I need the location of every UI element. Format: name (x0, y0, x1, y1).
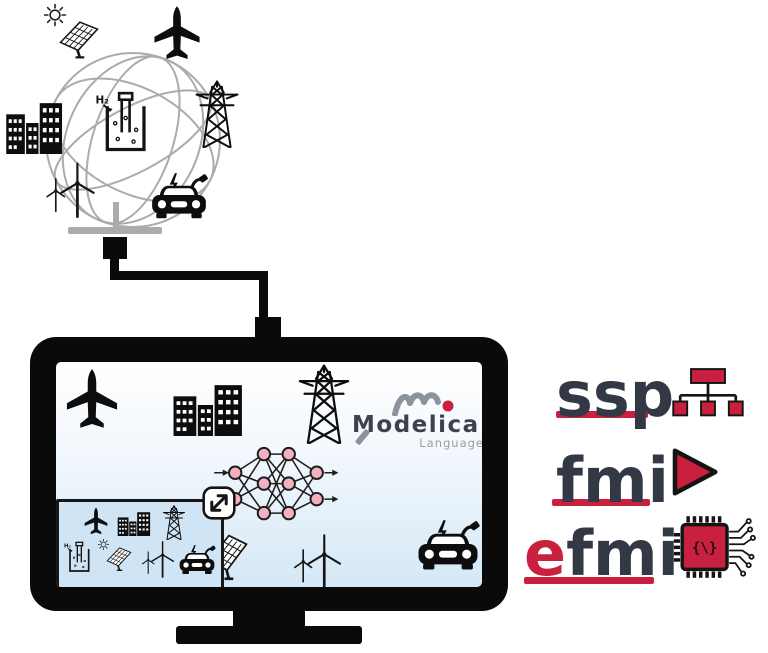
efmi-logo-text: efmi (524, 523, 679, 585)
globe-stand (68, 202, 162, 234)
ssp-logo-text: ssp (556, 358, 675, 431)
modelica-logo: Modelica Language (352, 388, 482, 450)
buildings-icon (174, 385, 242, 436)
cable-segment-vertical-1 (110, 258, 119, 276)
efmi-underline (524, 577, 654, 584)
monitor-stand-base (176, 626, 362, 644)
cable-segment-horizontal (110, 271, 268, 280)
neural-network-icon (214, 446, 339, 521)
efmi-prefix: e (524, 517, 567, 590)
globe-wireframe (6, 3, 239, 234)
monitor-stand-neck (233, 609, 305, 628)
play-icon (666, 444, 722, 500)
modelica-title: Modelica (352, 412, 480, 438)
sun-icon (43, 3, 67, 27)
fmi-underline (552, 499, 650, 506)
modelica-subtitle: Language (419, 436, 482, 450)
cable-connector-globe (103, 237, 127, 259)
wind-turbine-icon (295, 535, 340, 587)
airplane-icon (67, 369, 117, 428)
ev-car-icon (419, 520, 481, 569)
buildings-icon (6, 103, 63, 154)
airplane-icon (85, 507, 108, 534)
buildings-icon (118, 512, 150, 536)
airplane-icon (154, 6, 200, 59)
solar-panel-icon (59, 20, 99, 59)
hydrogen-tank-icon (64, 542, 89, 571)
ssp-underline (556, 411, 648, 418)
solar-panel-icon (107, 548, 131, 570)
modelica-swoosh-icon (392, 392, 454, 416)
cable-segment-vertical-2 (259, 271, 268, 321)
ev-car-icon (180, 545, 216, 574)
power-tower-icon (300, 366, 348, 443)
expand-icon (204, 488, 235, 519)
efmi-suffix: fmi (566, 517, 679, 590)
inset-panel (56, 499, 224, 587)
monitor-screen: Modelica Language (56, 362, 482, 587)
wind-turbine-icon (142, 542, 173, 577)
hierarchy-icon (666, 366, 750, 420)
modelica-red-dot (442, 400, 454, 412)
power-tower-icon (164, 506, 185, 540)
fmi-logo-text: fmi (556, 444, 669, 517)
